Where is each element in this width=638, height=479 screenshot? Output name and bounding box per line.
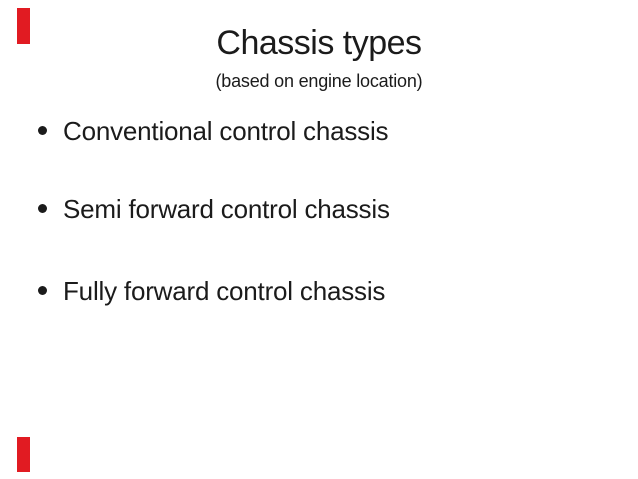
slide-subtitle: (based on engine location) bbox=[215, 71, 423, 91]
bullet-icon bbox=[38, 204, 47, 213]
bullet-icon bbox=[38, 126, 47, 135]
list-item: Semi forward control chassis bbox=[38, 194, 390, 224]
list-item: Conventional control chassis bbox=[38, 116, 389, 146]
list-item: Fully forward control chassis bbox=[38, 276, 385, 306]
red-marker-bottom-left bbox=[17, 437, 30, 472]
bullet-text: Semi forward control chassis bbox=[63, 194, 390, 224]
slide-title: Chassis types bbox=[216, 24, 422, 62]
bullet-text: Conventional control chassis bbox=[63, 116, 389, 146]
bullet-text: Fully forward control chassis bbox=[63, 276, 386, 306]
bullet-icon bbox=[38, 286, 47, 295]
red-marker-top-left bbox=[17, 8, 30, 44]
